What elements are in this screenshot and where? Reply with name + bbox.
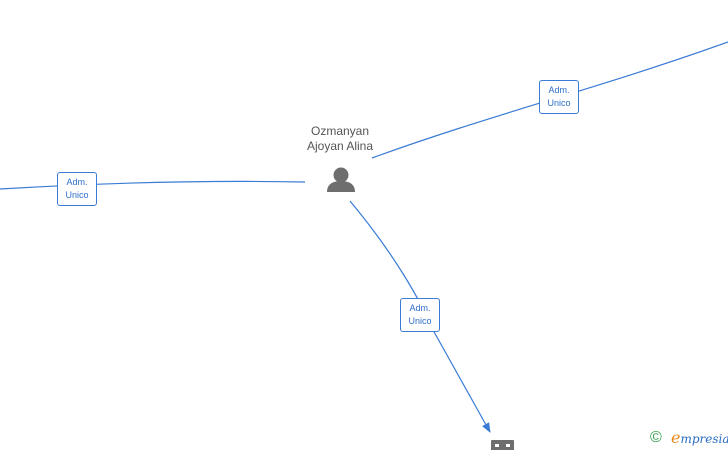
brand-first-letter: e — [671, 428, 681, 447]
role-line2: Unico — [65, 190, 89, 200]
role-line2: Unico — [408, 316, 432, 326]
role-line1: Adm. — [66, 177, 88, 187]
edge-left[interactable] — [0, 180, 306, 190]
person-name-line2: Ajoyan Alina — [306, 139, 374, 153]
role-line1: Adm. — [409, 303, 431, 313]
building-icon[interactable] — [491, 440, 514, 450]
brand-rest: mpresia — [680, 432, 728, 446]
edge-upper-right-role-label[interactable]: Adm. Unico — [539, 80, 579, 114]
edge-down-role-label[interactable]: Adm. Unico — [400, 298, 440, 332]
brand-logo[interactable]: empresia — [671, 430, 728, 447]
copyright-icon: © — [650, 429, 662, 446]
person-name[interactable]: Ozmanyan Ajoyan Alina — [280, 124, 400, 154]
role-line1: Adm. — [548, 85, 570, 95]
person-name-line1: Ozmanyan — [310, 124, 370, 138]
edge-left-role-label[interactable]: Adm. Unico — [57, 172, 97, 206]
role-line2: Unico — [547, 98, 571, 108]
person-icon[interactable] — [327, 167, 355, 193]
